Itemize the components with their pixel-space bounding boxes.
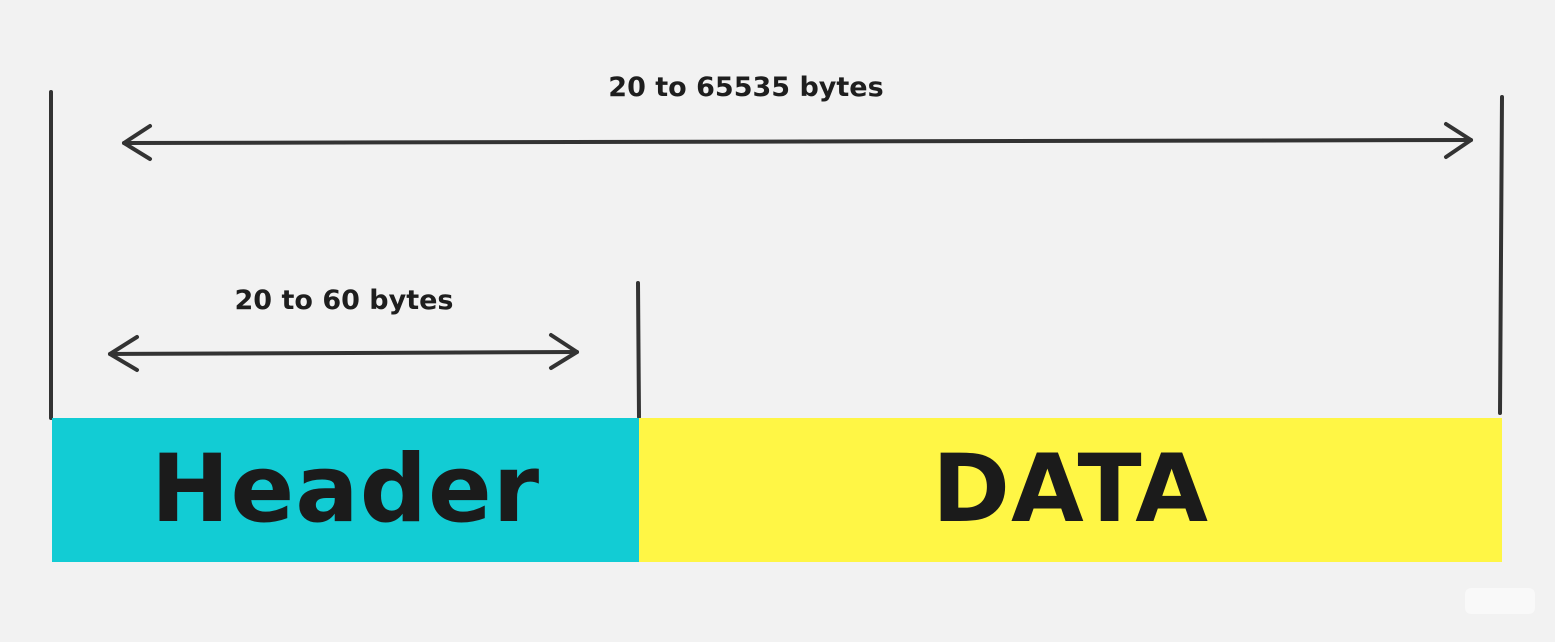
header-span-arrow bbox=[108, 333, 579, 372]
data-segment: DATA bbox=[639, 418, 1502, 562]
header-data-boundary-line bbox=[636, 281, 641, 419]
right-boundary-line bbox=[1498, 95, 1504, 415]
watermark bbox=[1465, 588, 1535, 614]
data-segment-label: DATA bbox=[931, 435, 1210, 544]
header-segment-label: Header bbox=[150, 435, 541, 544]
total-size-label: 20 to 65535 bytes bbox=[608, 72, 884, 103]
header-size-label: 20 to 60 bytes bbox=[234, 285, 454, 316]
header-segment: Header bbox=[52, 418, 639, 562]
total-span-arrow bbox=[122, 122, 1473, 161]
